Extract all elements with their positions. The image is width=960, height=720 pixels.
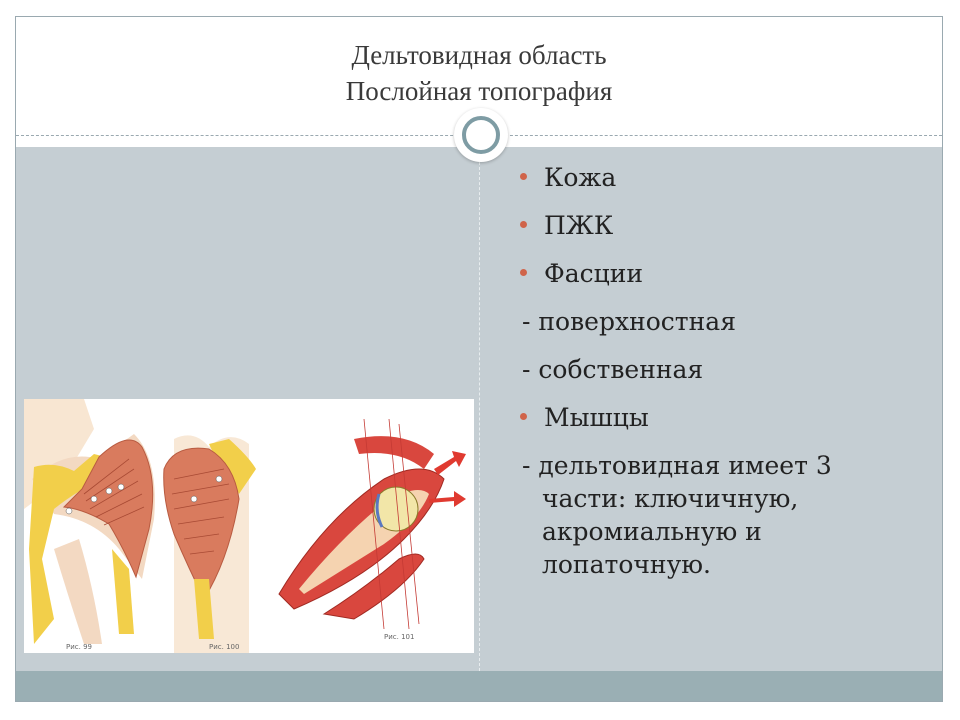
bullet-item: Мышцы xyxy=(514,401,924,434)
footer-band xyxy=(16,671,942,701)
bullet-list: Кожа ПЖК Фасции - поверхностная - собств… xyxy=(514,161,924,596)
anatomy-illustration: Рис. 99 Рис. 100 xyxy=(24,399,466,653)
sub-bullet-item: - собственная xyxy=(522,355,704,384)
slide-title: Дельтовидная область Послойная топографи… xyxy=(16,37,942,109)
anatomy-figure: Рис. 99 Рис. 100 xyxy=(24,399,474,653)
bullet-item: Кожа xyxy=(514,161,924,194)
caption-100: Рис. 100 xyxy=(209,643,239,651)
circle-ornament-icon xyxy=(454,108,508,162)
sub-bullet-item: - поверхностная xyxy=(522,307,736,336)
title-area: Дельтовидная область Послойная топографи… xyxy=(16,17,942,135)
column-divider xyxy=(479,147,480,671)
slide: Дельтовидная область Послойная топографи… xyxy=(15,16,943,702)
figure-panel-101: Рис. 101 xyxy=(278,418,466,641)
bullet-item: Фасции xyxy=(514,257,924,290)
sub-bullet-item: - дельтовидная имеет 3 части: ключичную,… xyxy=(522,451,832,579)
title-line-1: Дельтовидная область xyxy=(351,40,607,70)
caption-101: Рис. 101 xyxy=(384,633,414,641)
figure-panel-99: Рис. 99 xyxy=(24,399,155,651)
bullet-item: ПЖК xyxy=(514,209,924,242)
title-line-2: Послойная топография xyxy=(345,76,613,106)
figure-panel-100: Рис. 100 xyxy=(163,399,256,653)
caption-99: Рис. 99 xyxy=(66,643,92,651)
